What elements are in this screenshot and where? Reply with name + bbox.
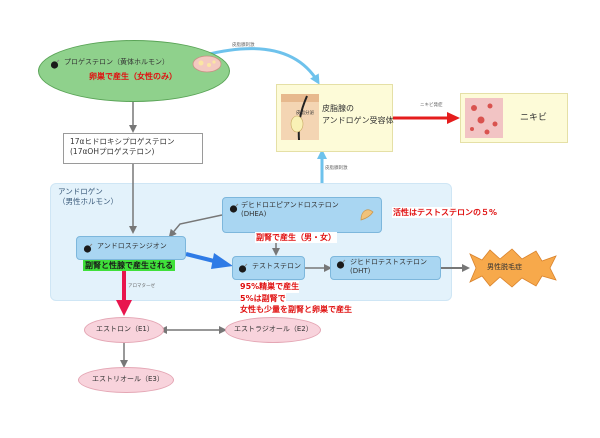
ohp-line2: (17αOHプロゲステロン) (70, 147, 155, 157)
estradiol-node (225, 317, 321, 343)
progesterone-node (38, 40, 230, 102)
bomb-icon (50, 59, 60, 69)
arrow-prog-to-receptor (204, 47, 320, 85)
hair-loss-label: 男性脱毛症 (487, 263, 522, 271)
acne-skin-icon (465, 98, 503, 138)
androstenedione-node (76, 236, 186, 260)
ovary-illustration-icon (192, 55, 222, 73)
dhea-note: 副腎で産生（男・女） (255, 232, 337, 243)
estriol-label: エストリオール（E3） (92, 375, 164, 383)
arrow-dhea-to-andro (168, 214, 223, 238)
hair-loss-star-icon (469, 248, 557, 288)
progesterone-name: プロゲステロン（黄体ホルモン） (64, 58, 169, 66)
skin-follicle-icon (281, 94, 319, 140)
bomb-icon (238, 263, 248, 273)
estrone-node (84, 317, 164, 343)
sebum-stim-label-mid: 皮脂腺刺激 (325, 166, 348, 171)
estrone-label: エストロン（E1） (96, 325, 154, 333)
estradiol-label: エストラジオール（E2） (234, 325, 313, 333)
ohp-node: 17αヒドロキシプロゲステロン (17αOHプロゲステロン) (63, 133, 203, 164)
aromatase-label: アロマターゼ (128, 284, 155, 289)
androstenedione-label: アンドロステンジオン (97, 242, 167, 250)
androgen-group-title: アンドロゲン （男性ホルモン） (58, 187, 118, 207)
acne-trigger-label: ニキビ発症 (420, 103, 443, 108)
receptor-label: 皮脂腺の アンドロゲン受容体 (322, 104, 394, 125)
dhea-label: デヒドロエピアンドロステロン (DHEA) (241, 201, 339, 219)
progesterone-note: 卵巣で産生（女性のみ） (89, 72, 177, 81)
androstenedione-note: 副腎と性腺で産生される (83, 260, 175, 271)
bomb-icon (336, 259, 346, 269)
receptor-img-caption: 皮脂分泌 (296, 111, 314, 116)
bomb-icon (83, 243, 93, 253)
adrenal-gland-icon (360, 209, 374, 221)
sebum-stim-label-top: 皮脂腺刺激 (232, 43, 255, 48)
dht-node (330, 256, 441, 280)
estriol-node (78, 367, 174, 393)
dht-label: ジヒドロテストステロン (DHT) (350, 258, 427, 276)
testosterone-notes: 95%精巣で産生 5%は副腎で 女性も少量を副腎と卵巣で産生 (240, 281, 352, 316)
bomb-icon (229, 203, 239, 213)
dhea-node (222, 197, 382, 233)
testosterone-label: テストステロン (252, 262, 301, 270)
ohp-line1: 17αヒドロキシプロゲステロン (70, 137, 175, 146)
testosterone-note-1: 95%精巣で産生 (240, 281, 300, 293)
testosterone-note-3: 女性も少量を副腎と卵巣で産生 (240, 304, 352, 316)
testosterone-note-2: 5%は副腎で (240, 292, 286, 305)
activity-note: 活性はテストステロンの５% (392, 207, 499, 218)
acne-label: ニキビ (520, 113, 548, 123)
